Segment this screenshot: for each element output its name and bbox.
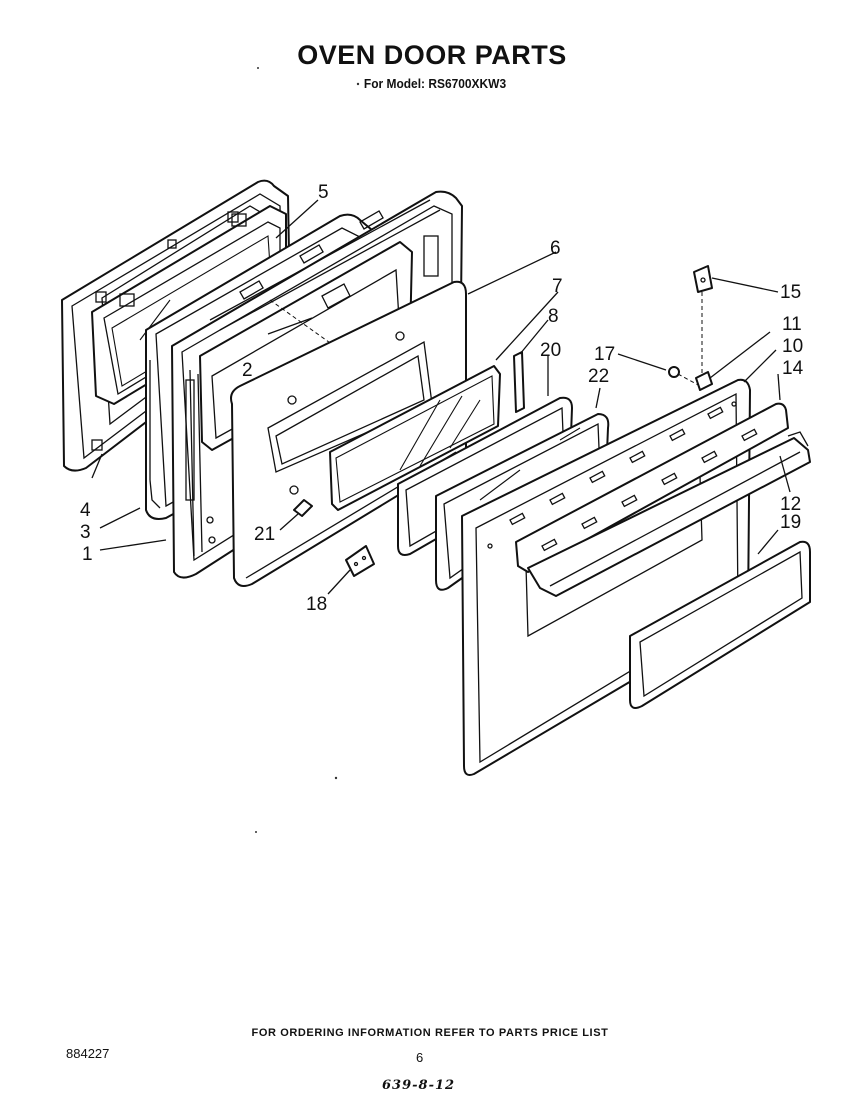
model-subtitle: For Model: RS6700XKW3 xyxy=(363,76,507,91)
callout-1: 1 xyxy=(82,544,93,565)
callout-6: 6 xyxy=(550,238,561,259)
leader-lines xyxy=(91,199,791,595)
page-number: 6 xyxy=(416,1050,424,1065)
callout-4: 4 xyxy=(80,500,91,521)
part-18-plate xyxy=(345,545,375,577)
callout-21: 21 xyxy=(254,524,275,545)
part-8-strip xyxy=(513,351,525,413)
document-number: 884227 xyxy=(66,1046,110,1061)
callout-15: 15 xyxy=(780,282,801,303)
part-21-clip xyxy=(293,499,313,517)
callout-22: 22 xyxy=(588,366,609,387)
callout-7: 7 xyxy=(552,276,563,297)
callout-19: 19 xyxy=(780,512,801,533)
part-6-inner-panel xyxy=(230,280,467,587)
callout-14: 14 xyxy=(782,358,804,379)
part-19-trim-frame xyxy=(629,540,811,709)
callout-11: 11 xyxy=(782,314,802,335)
callout-2: 2 xyxy=(242,360,253,381)
part-7-window-glass xyxy=(329,365,501,511)
callout-12: 12 xyxy=(780,494,801,515)
part-14-vent-trim xyxy=(515,402,789,573)
callout-20: 20 xyxy=(540,340,561,361)
callout-10: 10 xyxy=(782,336,803,357)
callout-5: 5 xyxy=(318,182,329,203)
part-11-clip xyxy=(695,371,713,391)
ordering-note: FOR ORDERING INFORMATION REFER TO PARTS … xyxy=(251,1027,609,1039)
handwritten-code: 639-8-12 xyxy=(382,1078,456,1093)
part-12-handle xyxy=(527,431,811,597)
callout-17: 17 xyxy=(594,344,615,365)
part-15-bracket xyxy=(693,265,713,378)
callout-8: 8 xyxy=(548,306,559,327)
part-17-screw xyxy=(668,366,701,387)
callout-3: 3 xyxy=(80,522,91,543)
page-title: OVEN DOOR PARTS xyxy=(297,40,567,70)
callout-18: 18 xyxy=(306,594,327,615)
